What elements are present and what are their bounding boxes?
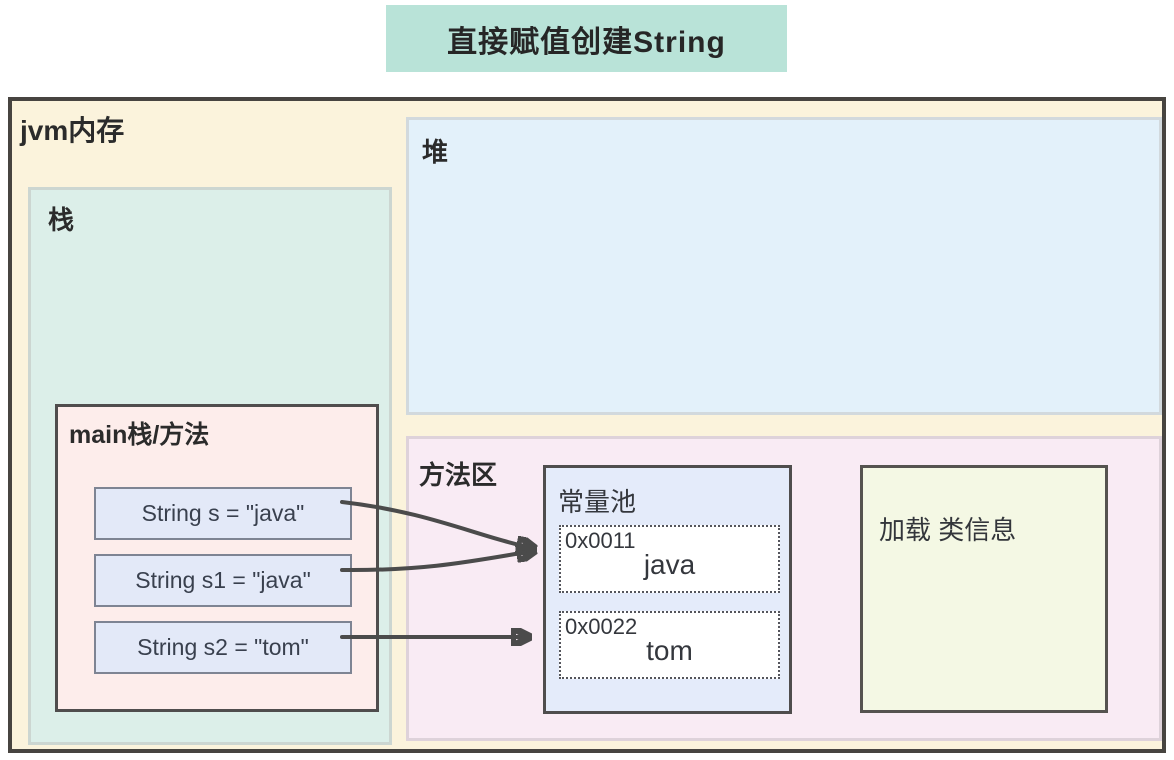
pool-entry-value: tom <box>646 635 693 666</box>
constant-pool: 常量池 0x0011 java 0x0022 tom <box>543 465 792 714</box>
class-info-box: 加载 类信息 <box>860 465 1108 713</box>
main-stack-frame: main栈/方法 String s = "java" String s1 = "… <box>55 404 379 712</box>
stack-label: 栈 <box>48 205 75 235</box>
jvm-memory-region: jvm内存 栈 main栈/方法 String s = "java" Strin… <box>8 97 1166 753</box>
jvm-memory-label: jvm内存 <box>20 115 125 146</box>
var-box-s1: String s1 = "java" <box>94 554 352 607</box>
pool-entry-tom: 0x0022 tom <box>559 611 780 679</box>
main-stack-frame-label: main栈/方法 <box>69 421 210 449</box>
var-box-s2: String s2 = "tom" <box>94 621 352 674</box>
pool-entry-java: 0x0011 java <box>559 525 780 593</box>
class-info-label: 加载 类信息 <box>879 515 1017 545</box>
method-area-label: 方法区 <box>419 460 498 490</box>
heap-label: 堆 <box>422 137 449 167</box>
pool-entry-address: 0x0022 <box>565 614 638 639</box>
heap-region: 堆 <box>406 117 1162 415</box>
constant-pool-label: 常量池 <box>558 487 637 517</box>
pool-entry-value: java <box>643 549 696 580</box>
method-area-region: 方法区 常量池 0x0011 java 0x0022 tom 加载 类信息 <box>406 436 1162 741</box>
var-box-s: String s = "java" <box>94 487 352 540</box>
diagram-title: 直接赋值创建String <box>386 5 787 72</box>
pool-entry-address: 0x0011 <box>565 528 636 553</box>
stack-region: 栈 main栈/方法 String s = "java" String s1 =… <box>28 187 392 745</box>
